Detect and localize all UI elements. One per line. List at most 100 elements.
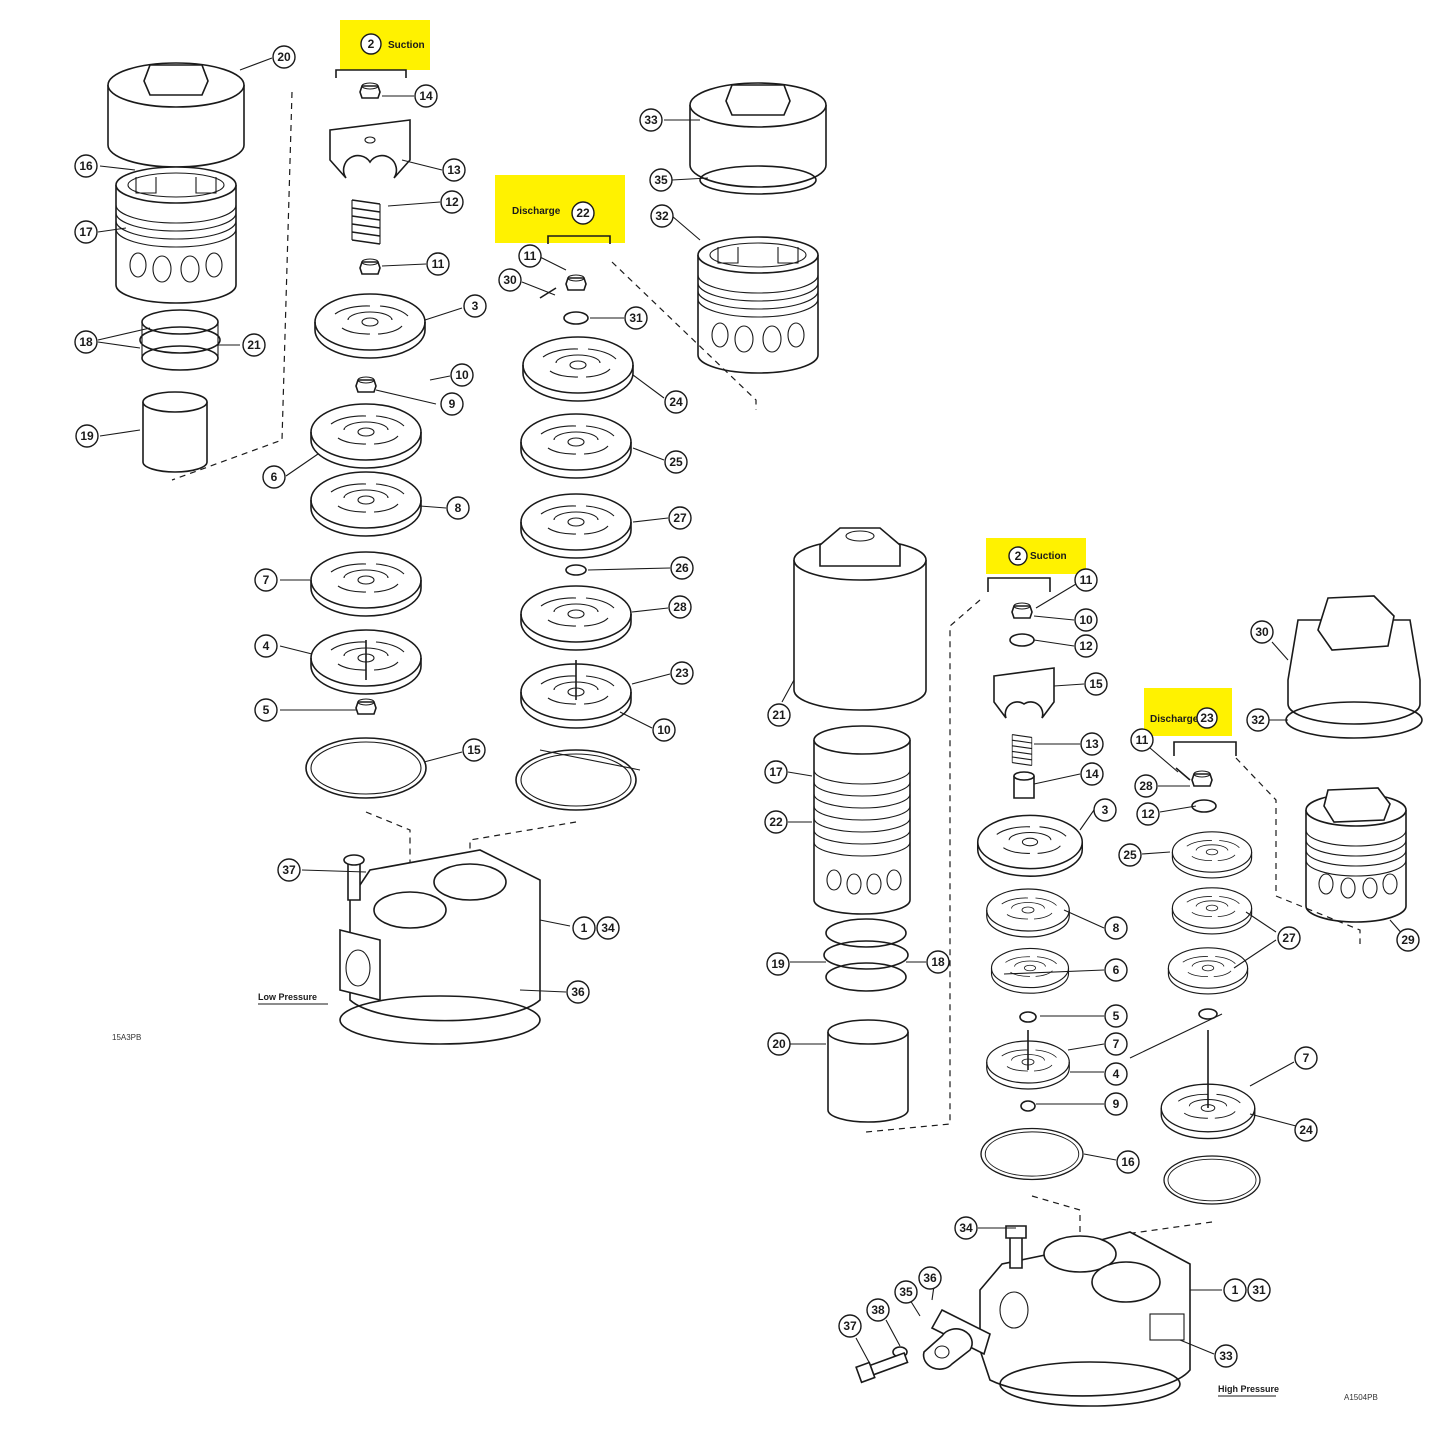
svg-text:8: 8 [1113, 921, 1120, 935]
part-spring [351, 199, 381, 245]
svg-text:1: 1 [1232, 1283, 1239, 1297]
callout-31: 31 [1247, 1278, 1271, 1302]
suction-group-label-right: 2 Suction [986, 538, 1086, 574]
svg-text:11: 11 [1080, 573, 1093, 587]
part-plate [314, 293, 426, 359]
part-nut [359, 82, 381, 99]
callout-14: 14 [1080, 762, 1104, 786]
callout-27: 27 [1277, 926, 1301, 950]
callout-11: 11 [1074, 568, 1098, 592]
svg-text:19: 19 [80, 429, 94, 443]
svg-text:21: 21 [772, 708, 786, 722]
svg-text:9: 9 [1113, 1097, 1120, 1111]
callouts-left: 20 16 17 18 21 19 14 13 12 11 3 10 9 6 8… [74, 45, 694, 1004]
discharge-group-label-right: Discharge 23 [1144, 688, 1232, 736]
callout-10: 10 [1074, 608, 1098, 632]
svg-text:18: 18 [79, 335, 93, 349]
svg-text:5: 5 [1113, 1009, 1120, 1023]
callout-15: 15 [462, 738, 486, 762]
svg-text:23: 23 [675, 666, 689, 680]
high-pressure-diagram: 2 Suction Discharge 23 [764, 527, 1423, 1407]
svg-text:21: 21 [247, 338, 261, 352]
callout-3: 3 [1093, 798, 1117, 822]
part-plate [520, 493, 632, 559]
part-washer [1198, 1008, 1218, 1020]
callout-8: 8 [446, 496, 470, 520]
callout-36: 36 [918, 1266, 942, 1290]
callout-1: 1 [572, 916, 596, 940]
part-gasket [699, 165, 817, 195]
callout-28: 28 [668, 595, 692, 619]
svg-text:20: 20 [277, 50, 291, 64]
svg-text:4: 4 [1113, 1067, 1120, 1081]
callout-20: 20 [272, 45, 296, 69]
callout-8: 8 [1104, 916, 1128, 940]
callout-10: 10 [652, 718, 676, 742]
svg-text:33: 33 [644, 113, 658, 127]
svg-text:35: 35 [899, 1285, 913, 1299]
part-o-ring [1163, 1155, 1261, 1205]
callout-21: 21 [242, 333, 266, 357]
part-plate [986, 888, 1070, 938]
callout-24: 24 [664, 390, 688, 414]
part-washer [1191, 799, 1217, 813]
svg-text:32: 32 [655, 209, 669, 223]
svg-text:1: 1 [581, 921, 588, 935]
svg-text:12: 12 [445, 195, 459, 209]
svg-text:5: 5 [263, 703, 270, 717]
svg-text:22: 22 [769, 815, 783, 829]
svg-text:12: 12 [1141, 807, 1155, 821]
callout-35: 35 [649, 168, 673, 192]
part-valve-guard [993, 667, 1055, 719]
callout-34: 34 [954, 1216, 978, 1240]
callout-7: 7 [1294, 1046, 1318, 1070]
group-label: Suction [1030, 551, 1067, 562]
svg-text:37: 37 [282, 863, 296, 877]
svg-text:18: 18 [931, 955, 945, 969]
part-valve-guard [329, 119, 411, 179]
callout-11: 11 [518, 244, 542, 268]
svg-text:36: 36 [923, 1271, 937, 1285]
svg-text:38: 38 [871, 1303, 885, 1317]
callout-14: 14 [414, 84, 438, 108]
part-washer [1019, 1011, 1037, 1023]
svg-text:9: 9 [449, 397, 456, 411]
callout-12: 12 [1136, 802, 1160, 826]
callout: 22 [576, 206, 590, 220]
diagram-caption: Low Pressure [258, 992, 317, 1002]
part-o-ring [305, 737, 427, 799]
callout-13: 13 [1080, 732, 1104, 756]
callout-12: 12 [440, 190, 464, 214]
svg-text:10: 10 [455, 368, 469, 382]
svg-text:10: 10 [657, 723, 671, 737]
part-spring [1011, 734, 1033, 766]
part-nut [565, 274, 587, 291]
part-plate [1167, 947, 1249, 995]
part-plate [976, 814, 1084, 877]
callout: 2 [368, 37, 375, 51]
part-plate [520, 413, 632, 479]
svg-text:11: 11 [432, 257, 445, 271]
drawing-code: A1504PB [1344, 1393, 1378, 1402]
callout-31: 31 [624, 306, 648, 330]
svg-text:13: 13 [447, 163, 461, 177]
part-plate [310, 403, 422, 469]
svg-text:2: 2 [1015, 549, 1022, 563]
callout-13: 13 [442, 158, 466, 182]
part-bolt [343, 854, 365, 901]
callout-19: 19 [75, 424, 99, 448]
callout-30: 30 [498, 268, 522, 292]
callout-4: 4 [1104, 1062, 1128, 1086]
part-plate [310, 471, 422, 537]
callout-21: 21 [767, 703, 791, 727]
callout-11: 11 [1130, 728, 1154, 752]
svg-text:25: 25 [1123, 848, 1137, 862]
callout-33: 33 [639, 108, 663, 132]
svg-text:16: 16 [79, 159, 93, 173]
part-ring-set [823, 918, 909, 992]
callout-25: 25 [1118, 843, 1142, 867]
part-cap [1287, 595, 1421, 725]
callout-10: 10 [450, 363, 474, 387]
callout-3: 3 [463, 294, 487, 318]
